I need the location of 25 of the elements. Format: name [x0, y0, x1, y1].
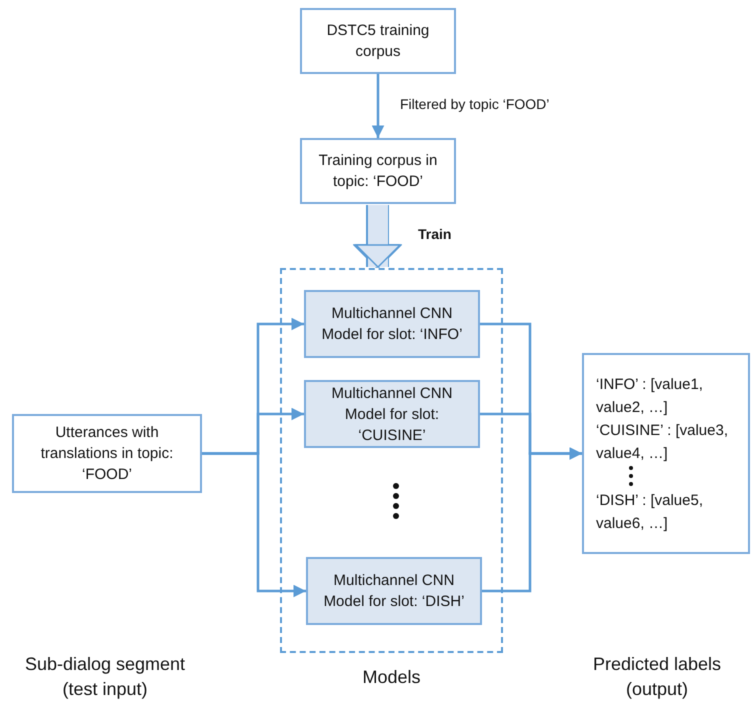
model-box [306, 557, 482, 625]
block-arrow [355, 205, 401, 268]
process-box [300, 8, 456, 74]
arrow [482, 447, 582, 592]
process-box [300, 138, 456, 204]
box-text: Multichannel CNN Model for slot: ‘INFO’ [320, 304, 464, 345]
label-list-text: ‘DISH’ : [value5, value6, …] [596, 490, 704, 534]
model-box [304, 290, 480, 358]
edge-label: Train [416, 226, 454, 242]
box-text: Multichannel CNN Model for slot: ‘DISH’ [322, 571, 466, 612]
box-text: Multichannel CNN Model for slot: ‘CUISINE’ [330, 384, 454, 446]
section-caption: Sub-dialog segment (test input) [24, 653, 186, 701]
arrow [372, 74, 384, 138]
arrow [202, 452, 306, 598]
group-caption: Models [361, 667, 422, 688]
model-box [304, 380, 480, 448]
label-list-text: ‘CUISINE’ : [value3, value4, …] [596, 420, 729, 464]
section-caption: Predicted labels (output) [592, 653, 722, 701]
box-text: DSTC5 training corpus [326, 21, 430, 62]
box-text: Utterances with translations in topic: ‘FOOD’ [40, 423, 174, 485]
process-box [12, 414, 202, 493]
edge-label: Filtered by topic ‘FOOD’ [398, 96, 552, 112]
output-box [582, 353, 750, 554]
label-list-text: ‘INFO’ : [value1, value2, …] [596, 374, 704, 418]
box-text: Training corpus in topic: ‘FOOD’ [318, 151, 438, 192]
